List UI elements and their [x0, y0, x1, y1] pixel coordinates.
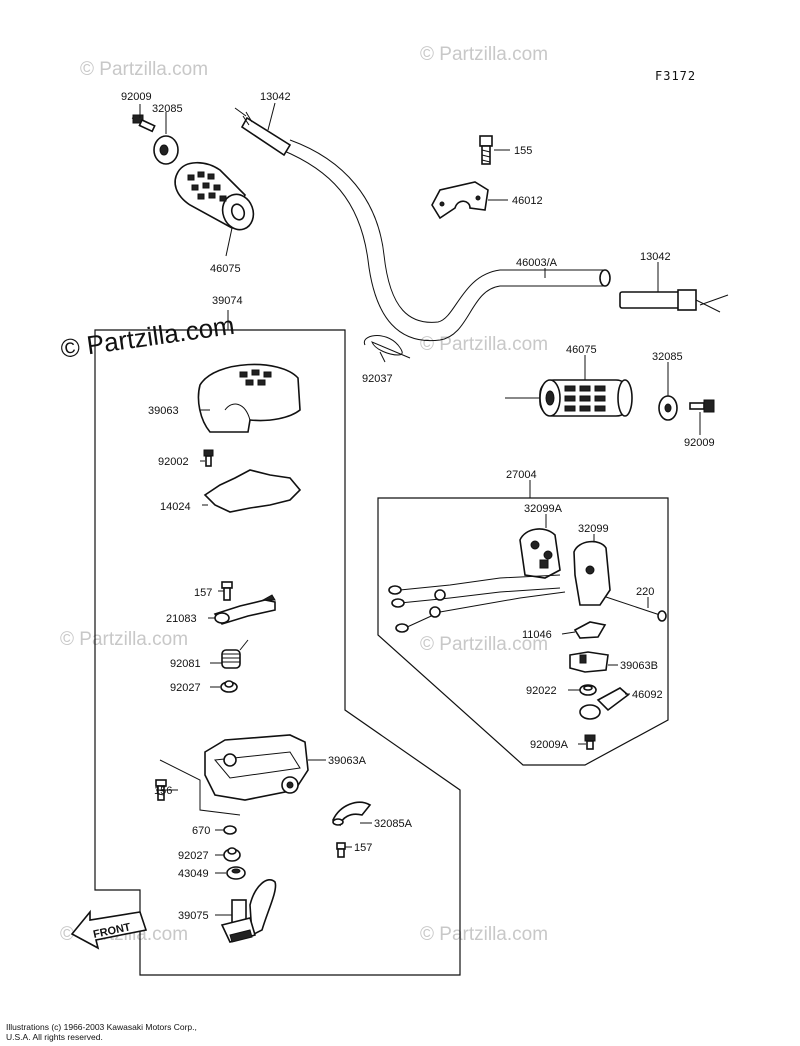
part-labels: 92009 32085 13042 46075 155 46012 46003/… — [121, 91, 715, 922]
grip-46075-left — [174, 161, 255, 231]
watermark: © Partzilla.com — [420, 634, 548, 655]
label-220: 220 — [636, 586, 654, 598]
weight-32085-left — [131, 114, 179, 165]
watermarks: © Partzilla.com © Partzilla.com © Partzi… — [59, 44, 548, 945]
label-39063: 39063 — [148, 405, 179, 417]
label-13042: 13042 — [260, 91, 291, 103]
label-46012: 46012 — [512, 195, 543, 207]
label-92027: 92027 — [178, 850, 209, 862]
watermark: © Partzilla.com — [420, 924, 548, 945]
watermark-dark: © Partzilla.com — [59, 310, 237, 364]
spring-92081 — [221, 639, 249, 669]
switch-box-frame-39074 — [94, 329, 461, 976]
label-46092: 46092 — [632, 689, 663, 701]
screw-92002 — [203, 449, 214, 467]
screw-157-a — [221, 581, 233, 601]
bar-end-weight-13042-right — [619, 289, 729, 313]
label-670: 670 — [192, 825, 210, 837]
washer-92022 — [579, 684, 597, 696]
label-156: 156 — [154, 785, 172, 797]
cover-39063 — [197, 363, 301, 433]
watermark: © Partzilla.com — [420, 44, 548, 65]
label-46075: 46075 — [566, 344, 597, 356]
label-32085a: 32085A — [374, 818, 413, 830]
label-14024: 14024 — [160, 501, 191, 513]
label-32099: 32099 — [578, 523, 609, 535]
throttle-lever-39075 — [220, 879, 277, 943]
label-92027: 92027 — [170, 682, 201, 694]
label-92009: 92009 — [684, 437, 715, 449]
copyright-notice: Illustrations (c) 1966-2003 Kawasaki Mot… — [6, 1022, 197, 1042]
clip-92037 — [363, 335, 411, 359]
grip-46075-right — [505, 379, 633, 417]
gasket-14024 — [203, 469, 302, 513]
housing-39063A — [204, 734, 309, 801]
label-39063a: 39063A — [328, 755, 367, 767]
screw-220 — [605, 596, 667, 622]
watermark: © Partzilla.com — [420, 334, 548, 355]
screw-157-b — [336, 842, 346, 858]
label-43049: 43049 — [178, 868, 209, 880]
label-13042: 13042 — [640, 251, 671, 263]
seal-43049 — [226, 866, 246, 880]
washer-92027-a — [220, 680, 238, 693]
bolt-155 — [479, 135, 493, 165]
label-32085: 32085 — [652, 351, 683, 363]
label-92002: 92002 — [158, 456, 189, 468]
leader-lines — [139, 102, 701, 916]
screw-92009A — [584, 734, 596, 750]
watermark: © Partzilla.com — [60, 629, 188, 650]
figure-code: F3172 — [655, 69, 696, 83]
handlebar-46003 — [281, 139, 611, 342]
label-27004: 27004 — [506, 469, 537, 481]
label-92037: 92037 — [362, 373, 393, 385]
label-39074: 39074 — [212, 295, 243, 307]
label-32085: 32085 — [152, 103, 183, 115]
label-21083: 21083 — [166, 613, 197, 625]
label-157: 157 — [194, 587, 212, 599]
wiring-harness — [388, 574, 566, 633]
watermark: © Partzilla.com — [80, 59, 208, 80]
label-92081: 92081 — [170, 658, 201, 670]
label-157: 157 — [354, 842, 372, 854]
label-46075: 46075 — [210, 263, 241, 275]
label-92009a: 92009A — [530, 739, 569, 751]
label-92009: 92009 — [121, 91, 152, 103]
label-155: 155 — [514, 145, 532, 157]
switch-box-frame-27004 — [377, 497, 669, 766]
label-32099a: 32099A — [524, 503, 563, 515]
label-39063b: 39063B — [620, 660, 658, 672]
copyright-line-1: Illustrations (c) 1966-2003 Kawasaki Mot… — [6, 1022, 197, 1032]
weight-32085-right — [658, 395, 715, 421]
switch-39063B — [569, 651, 609, 673]
clamp-46012 — [431, 181, 489, 220]
label-92022: 92022 — [526, 685, 557, 697]
weight-32085A — [331, 801, 372, 827]
copyright-line-2: U.S.A. All rights reserved. — [6, 1032, 103, 1042]
switch-housing-32099A — [519, 528, 561, 579]
bar-end-weight-13042-top — [234, 107, 292, 157]
plate-11046 — [573, 621, 607, 639]
switch-housing-32099 — [573, 540, 611, 606]
washer-92027-b — [223, 847, 241, 862]
o-ring-670 — [223, 825, 237, 835]
label-39075: 39075 — [178, 910, 209, 922]
label-11046: 11046 — [522, 629, 552, 641]
knob-46092 — [579, 687, 630, 720]
label-46003a: 46003/A — [516, 257, 558, 269]
screw-156 — [155, 779, 167, 801]
